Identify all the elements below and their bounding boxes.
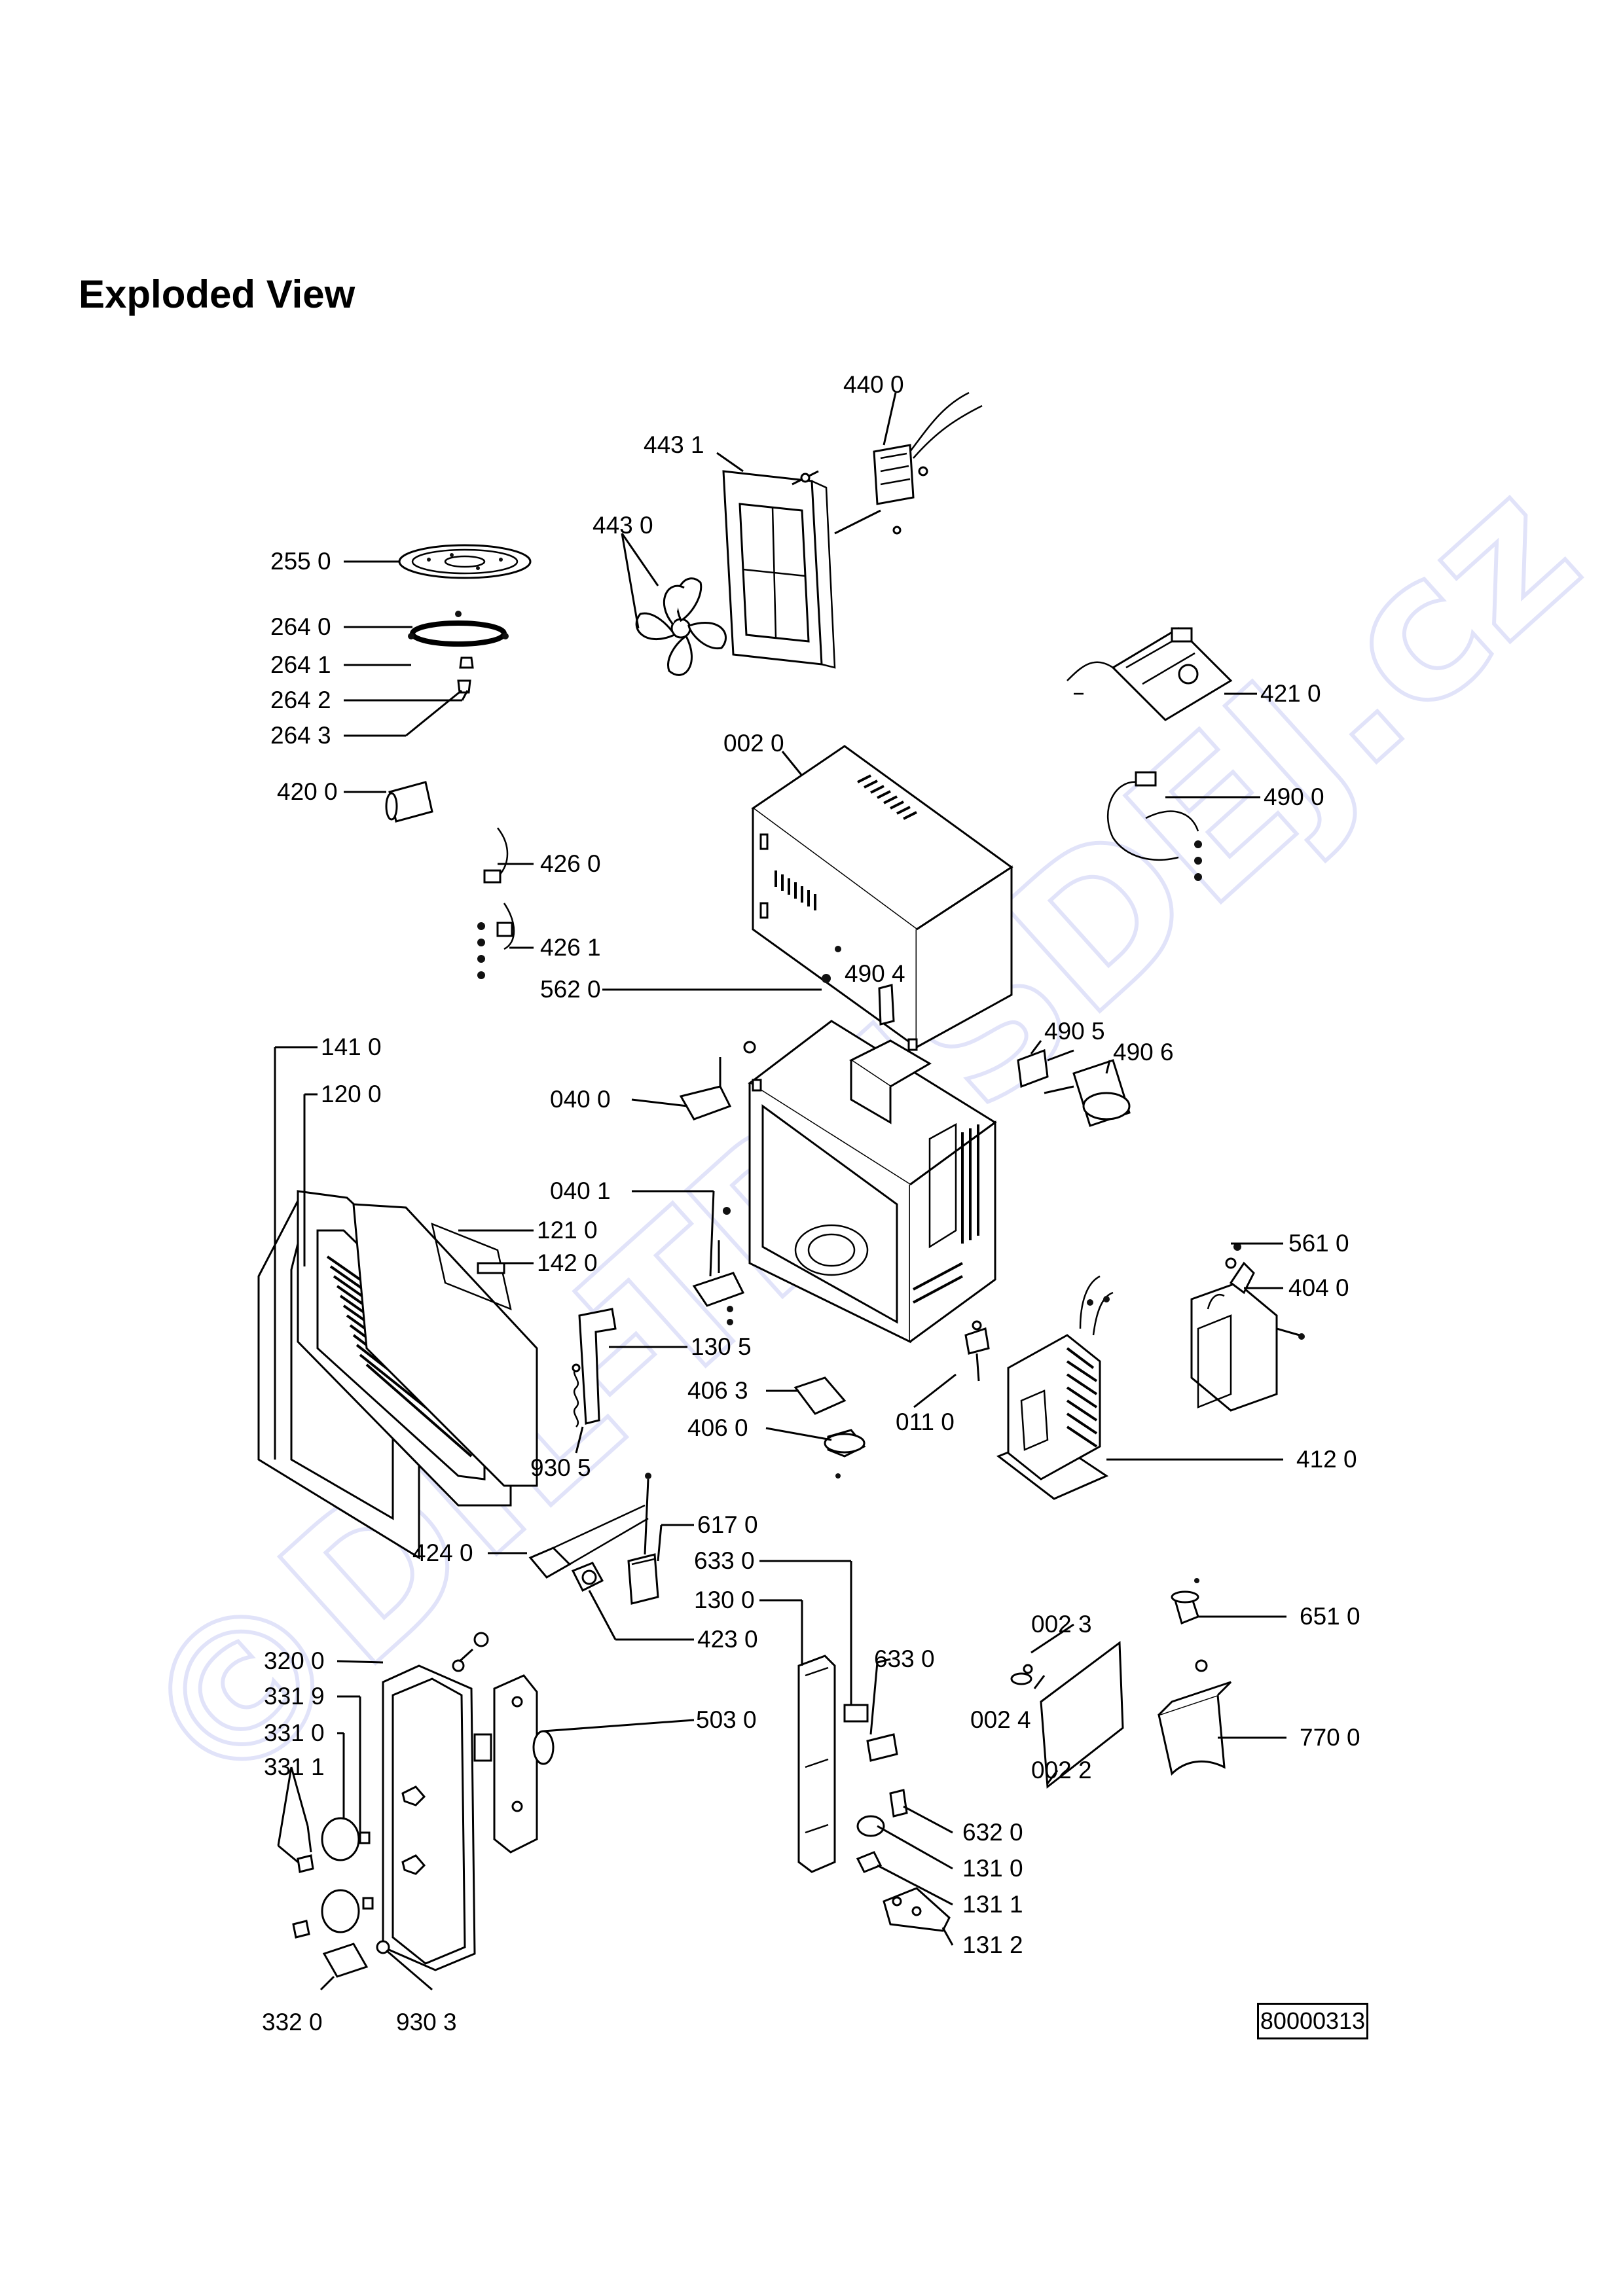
label-503-0: 503 0 (696, 1706, 757, 1733)
noise-filter (528, 1473, 659, 1605)
label-490-4: 490 4 (845, 960, 905, 987)
wiring-harness (1106, 771, 1202, 881)
label-412-0: 412 0 (1296, 1446, 1357, 1473)
label-264-0: 264 0 (270, 613, 331, 640)
magnetron (1190, 1243, 1305, 1412)
hv-capacitor (385, 781, 433, 823)
label-562-0: 562 0 (540, 976, 601, 1003)
turntable-plate (398, 544, 532, 579)
label-142-0: 142 0 (537, 1249, 598, 1276)
latch-mechanism (797, 1655, 951, 1932)
label-426-1: 426 1 (540, 934, 601, 961)
label-633-0-a: 633 0 (694, 1547, 755, 1574)
control-panel (292, 1632, 489, 1978)
vent-slots-side (775, 870, 816, 910)
label-490-0: 490 0 (1264, 783, 1324, 810)
label-331-0: 331 0 (264, 1719, 325, 1746)
label-264-2: 264 2 (270, 687, 331, 713)
label-331-9: 331 9 (264, 1683, 325, 1710)
label-617-0: 617 0 (697, 1511, 758, 1538)
label-421-0: 421 0 (1260, 680, 1321, 707)
label-131-0: 131 0 (962, 1855, 1023, 1882)
outer-casing (751, 745, 1013, 1051)
label-011-0: 011 0 (896, 1408, 955, 1435)
roller-ring (408, 611, 509, 694)
door-latch-parts (572, 1308, 617, 1427)
label-423-0: 423 0 (697, 1626, 758, 1653)
label-002-4: 002 4 (970, 1706, 1031, 1733)
mounting-plate (1010, 1641, 1124, 1789)
label-331-1: 331 1 (264, 1753, 325, 1780)
label-440-0: 440 0 (843, 371, 904, 398)
label-404-0: 404 0 (1288, 1274, 1349, 1301)
page-title: Exploded View (79, 272, 356, 316)
brackets (679, 1041, 756, 1325)
interlock-parts (822, 946, 1131, 1127)
label-131-1: 131 1 (962, 1891, 1023, 1918)
label-632-0: 632 0 (962, 1819, 1023, 1846)
label-561-0: 561 0 (1288, 1230, 1349, 1257)
label-002-2: 002 2 (1031, 1757, 1092, 1784)
stirrer-motor-parts (793, 1320, 990, 1479)
label-141-0: 141 0 (321, 1033, 382, 1060)
label-406-3: 406 3 (687, 1377, 748, 1404)
lamp-and-duct (1158, 1578, 1232, 1776)
label-130-0: 130 0 (694, 1587, 755, 1613)
label-120-0: 120 0 (321, 1081, 382, 1107)
label-264-1: 264 1 (270, 651, 331, 678)
cavity-chassis (748, 1020, 997, 1344)
label-131-2: 131 2 (962, 1931, 1023, 1958)
control-pcb (473, 1674, 555, 1854)
label-332-0: 332 0 (262, 2009, 323, 2036)
thermal-cutouts (477, 827, 515, 979)
part-labels: 440 0 443 1 443 0 255 0 264 0 264 1 264 … (262, 371, 1360, 2036)
hv-transformer (996, 1275, 1114, 1500)
label-443-0: 443 0 (593, 512, 653, 539)
label-633-0-b: 633 0 (874, 1645, 935, 1672)
label-040-0: 040 0 (550, 1086, 611, 1113)
door-assembly (257, 1190, 538, 1560)
label-930-3: 930 3 (396, 2009, 457, 2036)
fan-assembly (635, 470, 881, 676)
label-490-5: 490 5 (1044, 1018, 1105, 1045)
label-002-0: 002 0 (723, 730, 784, 757)
label-130-5: 130 5 (691, 1333, 752, 1360)
label-121-0: 121 0 (537, 1217, 598, 1244)
label-770-0: 770 0 (1300, 1724, 1360, 1751)
vent-slots-top (857, 774, 917, 820)
label-320-0: 320 0 (264, 1647, 325, 1674)
label-255-0: 255 0 (270, 548, 331, 575)
control-board (1067, 627, 1233, 721)
leader-lines (274, 392, 1286, 1991)
label-490-6: 490 6 (1113, 1039, 1174, 1066)
label-040-1: 040 1 (550, 1177, 611, 1204)
document-number: 80000313 (1257, 2003, 1368, 2039)
label-651-0: 651 0 (1300, 1603, 1360, 1630)
fan-motor (792, 391, 983, 535)
label-930-5: 930 5 (530, 1454, 591, 1481)
label-424-0: 424 0 (412, 1539, 473, 1566)
label-443-1: 443 1 (644, 431, 704, 458)
label-264-3: 264 3 (270, 722, 331, 749)
label-002-3: 002 3 (1031, 1611, 1092, 1638)
label-426-0: 426 0 (540, 850, 601, 877)
label-406-0: 406 0 (687, 1414, 748, 1441)
label-420-0: 420 0 (277, 778, 338, 805)
